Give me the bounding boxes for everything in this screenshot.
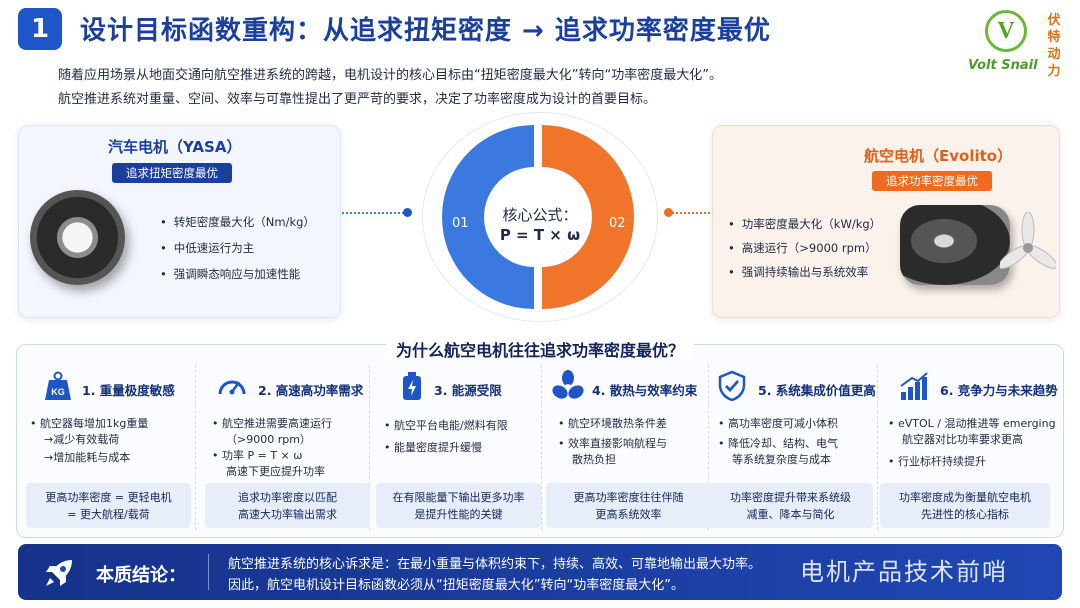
reason-item-text: 效率直接影响航程与 xyxy=(568,437,667,450)
segment-number-right: 02 xyxy=(609,216,626,231)
propeller-icon xyxy=(1000,212,1056,269)
reason-item-text: 航空推进需要高速运行 xyxy=(222,417,332,430)
reason-summary: 功率密度成为衡量航空电机 先进性的核心指标 xyxy=(880,483,1050,528)
volt-snail-logo-icon: V xyxy=(985,10,1027,52)
reason-summary: 更高功率密度往往伴随 更高系统效率 xyxy=(546,483,711,528)
aviation-bullet: 高速运行（>9000 rpm） xyxy=(728,240,877,256)
reason-item-text: 降低冷却、结构、电气 xyxy=(728,437,838,450)
reason-item: • 降低冷却、结构、电气 xyxy=(718,437,838,450)
reason-item-text: eVTOL / 混动推进等 emerging xyxy=(898,417,1056,430)
aviation-motor-tag: 追求功率密度最优 xyxy=(872,171,992,191)
core-formula-label: 核心公式： xyxy=(502,206,578,224)
brand-cn-char: 特 xyxy=(1047,30,1061,45)
section-number-badge: 1 xyxy=(18,8,62,50)
reason-item-text: 高功率密度可减小体积 xyxy=(728,417,838,430)
reason-heading: 1. 重量极度敏感 xyxy=(82,383,175,398)
reason-item: • 高功率密度可减小体积 xyxy=(718,417,838,430)
rocket-icon xyxy=(46,560,72,586)
reason-heading: 5. 系统集成价值更高 xyxy=(758,383,876,398)
reason-subitem: 航空器对比功率要求更高 xyxy=(902,433,1023,446)
brand-name: Volt Snail xyxy=(968,58,1038,73)
kg-weight-icon: KG xyxy=(45,371,71,400)
aviation-motor-title: 航空电机（Evolito） xyxy=(864,147,1013,165)
conclusion-label: 本质结论： xyxy=(96,565,186,586)
reason-subitem: 散热负担 xyxy=(572,453,616,466)
shield-check-icon xyxy=(718,370,746,402)
core-ring-outline xyxy=(422,112,658,322)
segment-number-left: 01 xyxy=(452,216,469,231)
reason-heading: 2. 高速高功率需求 xyxy=(258,383,364,398)
reason-subitem: 高速下更应提升功率 xyxy=(226,465,325,478)
column-divider xyxy=(541,365,542,530)
automotive-bullet: 中低速运行为主 xyxy=(160,240,255,256)
column-divider xyxy=(369,365,370,530)
reason-heading: 6. 竞争力与未来趋势 xyxy=(940,383,1058,398)
reason-summary: 追求功率密度以匹配 高速大功率输出需求 xyxy=(205,483,370,528)
right-connector-dot xyxy=(664,208,673,217)
reason-summary: 在有限能量下输出更多功率 是提升性能的关键 xyxy=(376,483,541,528)
reason-subitem: （>9000 rpm） xyxy=(226,433,311,446)
conclusion-line-1: 航空推进系统的核心诉求是：在最小重量与体积约束下，持续、高效、可靠地输出最大功率… xyxy=(228,557,762,572)
yasa-motor-image xyxy=(30,190,125,285)
intro-line-1: 随着应用场景从地面交通向航空推进系统的跨越，电机设计的核心目标由“扭矩密度最大化… xyxy=(58,68,722,83)
left-connector-dot xyxy=(403,208,412,217)
reason-item: • 航空器每增加1kg重量 xyxy=(30,417,149,430)
aviation-bullet: 功率密度最大化（kW/kg） xyxy=(728,216,881,232)
reason-item-text: 航空环境散热条件差 xyxy=(568,417,667,430)
reason-item: • 能量密度提升缓慢 xyxy=(384,441,482,454)
watermark: 电机产品技术前哨 xyxy=(800,558,1008,586)
reason-heading: 3. 能源受限 xyxy=(434,383,502,398)
reason-subitem: →增加能耗与成本 xyxy=(44,451,131,464)
reason-summary: 更高功率密度 = 更轻电机 = 更大航程/载荷 xyxy=(26,483,191,528)
reason-summary: 功率密度提升带来系统级 减重、降本与简化 xyxy=(708,483,873,528)
column-divider xyxy=(708,365,709,530)
conclusion-bar xyxy=(18,544,1062,600)
reason-item-text: 航空平台电能/燃料有限 xyxy=(394,419,508,432)
fan-icon xyxy=(552,370,584,399)
brand-cn-char: 伏 xyxy=(1047,13,1061,28)
automotive-bullet: 强调瞬态响应与加速性能 xyxy=(160,266,301,282)
reason-item: • 功率 P = T × ω xyxy=(212,449,303,462)
reason-item-text: 航空器每增加1kg重量 xyxy=(40,417,149,430)
reason-subitem: 等系统复杂度与成本 xyxy=(732,453,831,466)
column-divider xyxy=(877,365,878,530)
reason-item: • 行业标杆持续提升 xyxy=(888,455,986,468)
reason-item: • 航空环境散热条件差 xyxy=(558,417,667,430)
page-title: 设计目标函数重构：从追求扭矩密度 → 追求功率密度最优 xyxy=(80,16,771,46)
brand-cn-char: 动 xyxy=(1047,47,1061,62)
automotive-bullet: 转矩密度最大化（Nm/kg） xyxy=(160,214,315,230)
automotive-motor-tag: 追求扭矩密度最优 xyxy=(112,163,232,183)
evolito-motor-image xyxy=(900,205,1010,285)
reason-item: • 效率直接影响航程与 xyxy=(558,437,667,450)
aviation-bullet: 强调持续输出与系统效率 xyxy=(728,264,869,280)
core-formula: P = T × ω xyxy=(499,226,581,244)
reason-heading: 4. 散热与效率约束 xyxy=(592,383,698,398)
reason-item: • eVTOL / 混动推进等 emerging xyxy=(888,417,1056,430)
speedometer-icon xyxy=(218,380,246,395)
reason-item: • 航空平台电能/燃料有限 xyxy=(384,419,508,432)
svg-text:KG: KG xyxy=(51,387,65,397)
left-connector-line xyxy=(342,212,404,214)
core-formula-ring xyxy=(442,125,634,309)
right-connector-line xyxy=(672,212,710,214)
intro-line-2: 航空推进系统对重量、空间、效率与可靠性提出了更严苛的要求，决定了功率密度成为设计… xyxy=(58,92,657,107)
automotive-motor-title: 汽车电机（YASA） xyxy=(108,138,242,156)
reason-subitem: →减少有效载荷 xyxy=(44,433,120,446)
brand-cn-char: 力 xyxy=(1047,64,1061,79)
why-section-title: 为什么航空电机往往追求功率密度最优？ xyxy=(0,337,1080,361)
why-section-title-text: 为什么航空电机往往追求功率密度最优？ xyxy=(385,341,694,360)
growth-chart-icon xyxy=(900,372,928,400)
reason-item-text: 能量密度提升缓慢 xyxy=(394,441,482,454)
reason-item-text: 功率 P = T × ω xyxy=(222,449,303,462)
battery-icon xyxy=(403,372,421,400)
reason-item: • 航空推进需要高速运行 xyxy=(212,417,332,430)
brand-cn-name: 伏 特 动 力 xyxy=(1044,12,1064,80)
conclusion-divider xyxy=(208,554,209,590)
column-divider xyxy=(195,365,196,530)
conclusion-line-2: 因此，航空电机设计目标函数必须从“扭矩密度最大化”转向“功率密度最大化”。 xyxy=(228,578,684,593)
reason-item-text: 行业标杆持续提升 xyxy=(898,455,986,468)
